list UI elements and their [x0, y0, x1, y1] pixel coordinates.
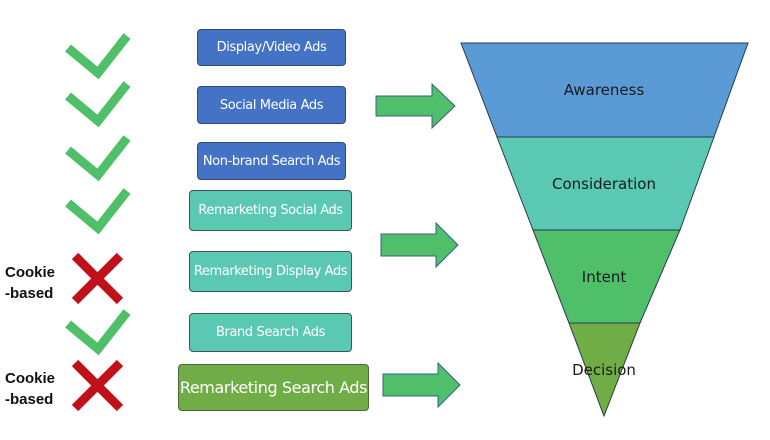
note-line2: -based	[5, 391, 54, 408]
check-icon	[65, 188, 131, 235]
note-line2: -based	[5, 285, 54, 302]
cross-icon	[71, 252, 124, 305]
note-line1: Cookie	[5, 370, 56, 387]
funnel-stage-decision	[568, 322, 641, 418]
cookie-based-note: Cookie -based	[5, 368, 55, 410]
check-icon	[65, 81, 131, 128]
check-icon	[65, 309, 131, 356]
status-icons	[65, 33, 131, 412]
channel-remarketing-search-ads: Remarketing Search Ads	[178, 364, 369, 411]
channel-social-media-ads: Social Media Ads	[197, 86, 346, 124]
funnel-label-intent: Intent	[582, 268, 627, 286]
channel-remarketing-social-ads: Remarketing Social Ads	[189, 190, 352, 231]
channel-display-video-ads: Display/Video Ads	[197, 29, 346, 66]
note-line1: Cookie	[5, 264, 56, 281]
check-icon	[65, 33, 131, 80]
channel-brand-search-ads: Brand Search Ads	[189, 313, 352, 352]
funnel-label-consideration: Consideration	[552, 175, 656, 193]
channel-non-brand-search-ads: Non-brand Search Ads	[197, 142, 346, 180]
arrow-right-icon	[382, 361, 461, 409]
funnel-label-awareness: Awareness	[564, 81, 645, 99]
cookie-based-note: Cookie -based	[5, 262, 55, 304]
arrow-right-icon	[375, 82, 456, 130]
cross-icon	[71, 359, 124, 412]
check-icon	[65, 135, 131, 182]
funnel-label-decision: Decision	[572, 361, 636, 379]
arrow-right-icon	[380, 221, 459, 269]
channel-remarketing-display-ads: Remarketing Display Ads	[189, 251, 352, 292]
